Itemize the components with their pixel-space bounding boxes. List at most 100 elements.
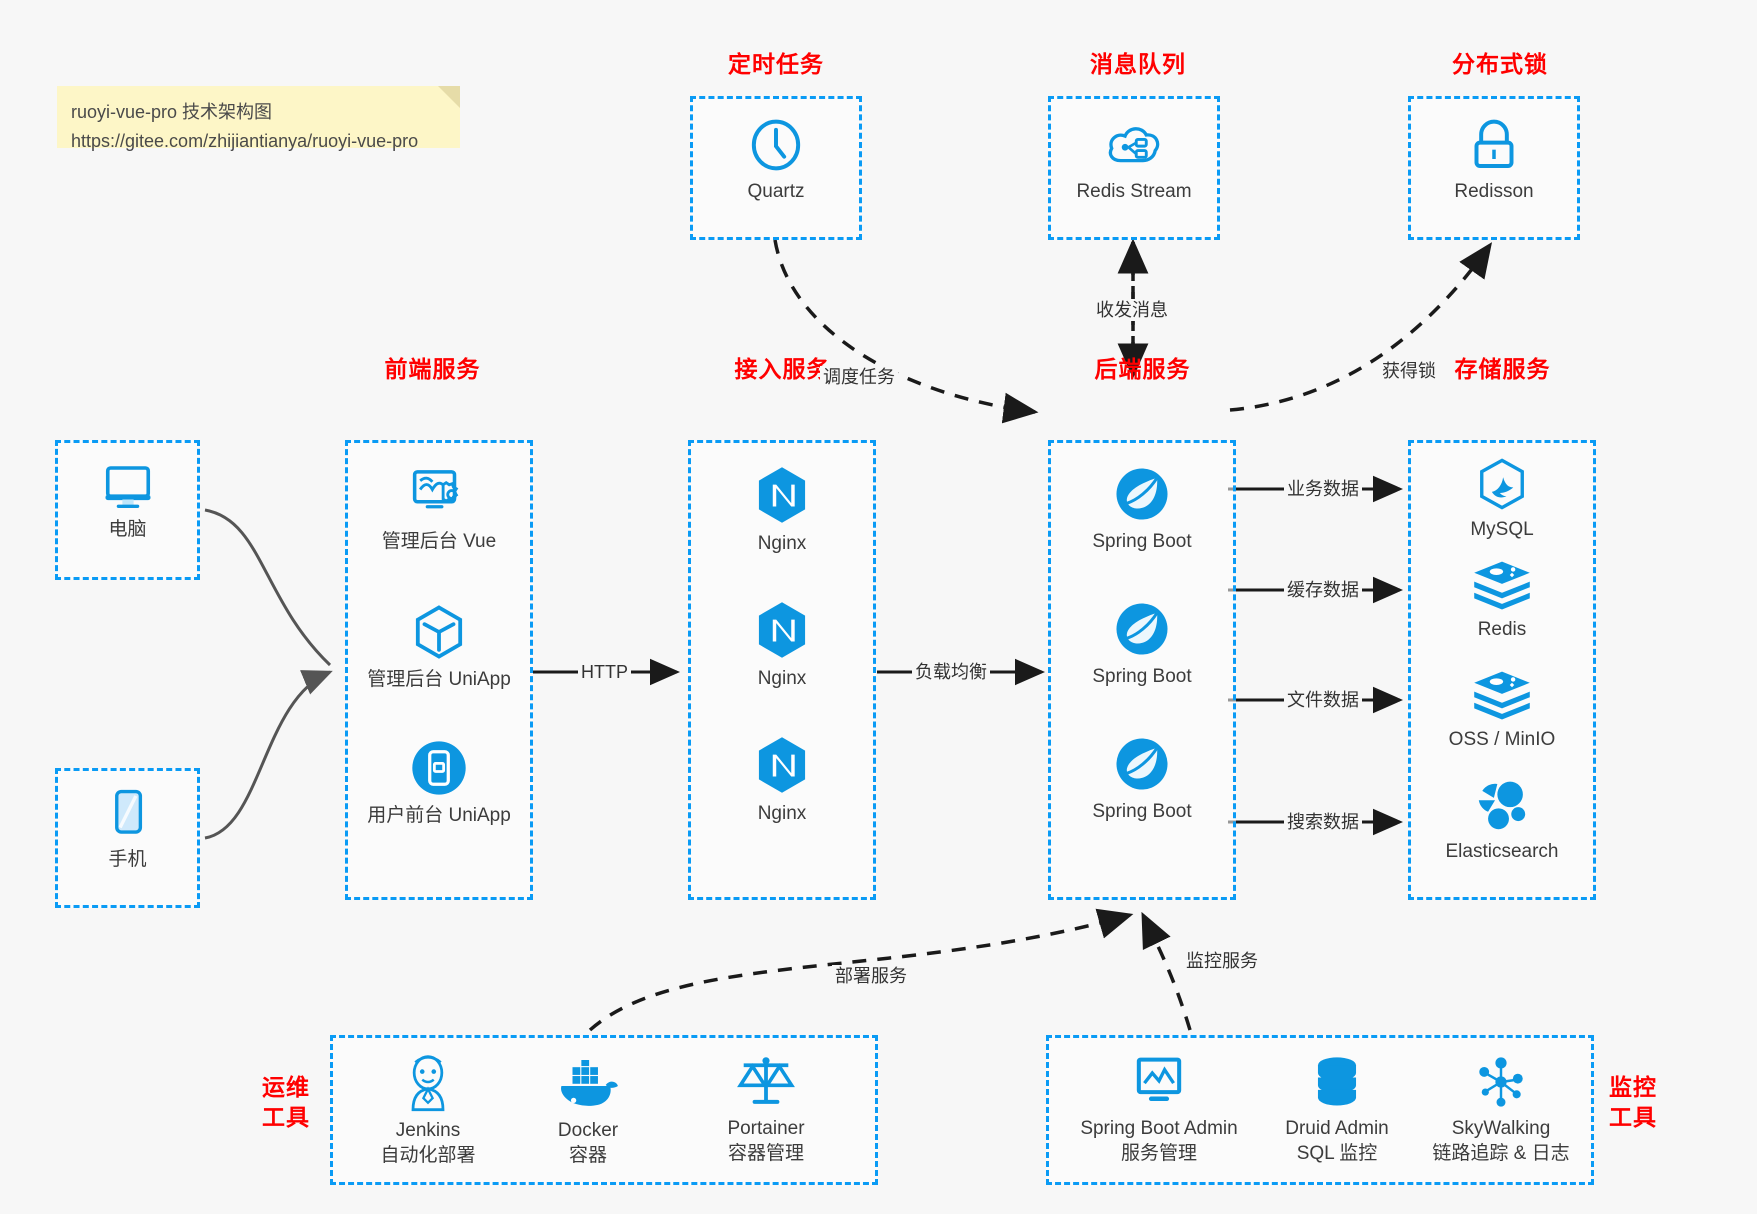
group-title-frontend: 前端服务 — [384, 356, 481, 382]
node-label: Quartz — [747, 181, 805, 202]
group-storage: MySQL Redis OSS / MinIO — [1408, 440, 1596, 900]
node-label: Spring Boot — [1092, 801, 1192, 822]
node-elasticsearch[interactable]: Elasticsearch — [1411, 779, 1593, 864]
node-mobile[interactable]: 手机 — [58, 787, 197, 872]
scales-icon — [737, 1057, 795, 1104]
node-admin-uniapp[interactable]: 管理后台 UniApp — [348, 603, 530, 692]
node-label: 手机 — [108, 849, 147, 870]
node-label: 电脑 — [108, 519, 147, 540]
group-client-mobile: 手机 — [55, 768, 200, 908]
node-mysql[interactable]: MySQL — [1411, 457, 1593, 542]
spring-icon — [1116, 603, 1168, 655]
node-admin-vue[interactable]: 管理后台 Vue — [348, 465, 530, 554]
node-nginx-2[interactable]: Nginx — [691, 600, 873, 691]
node-label: Elasticsearch — [1445, 841, 1559, 862]
note-fold-corner — [438, 86, 460, 108]
node-pc[interactable]: 电脑 — [58, 461, 197, 542]
group-title-ops-tools: 运维 工具 — [255, 1072, 317, 1132]
node-label: Docker — [557, 1120, 619, 1141]
edge-label-http: HTTP — [578, 661, 631, 683]
node-sublabel: 自动化部署 — [380, 1145, 476, 1166]
node-label: SkyWalking — [1451, 1118, 1551, 1139]
node-redis[interactable]: Redis — [1411, 559, 1593, 642]
edge-label-cache-data: 缓存数据 — [1284, 579, 1362, 601]
node-oss-minio[interactable]: OSS / MinIO — [1411, 669, 1593, 752]
node-jenkins[interactable]: Jenkins 自动化部署 — [353, 1052, 503, 1168]
group-title-storage: 存储服务 — [1454, 356, 1551, 382]
node-label: Portainer — [727, 1118, 805, 1139]
node-label: 管理后台 Vue — [381, 531, 497, 552]
ops-title-line1: 运维 — [262, 1074, 310, 1100]
node-label: Redisson — [1454, 181, 1534, 202]
group-title-monitor-tools: 监控 工具 — [1602, 1072, 1664, 1132]
group-title-distributed-lock: 分布式锁 — [1452, 51, 1548, 77]
node-skywalking[interactable]: SkyWalking 链路追踪 & 日志 — [1401, 1054, 1601, 1166]
node-sublabel: SQL 监控 — [1296, 1143, 1378, 1164]
group-title-message-queue: 消息队列 — [1090, 51, 1186, 77]
node-label: 用户前台 UniApp — [367, 805, 511, 826]
node-docker[interactable]: Docker 容器 — [513, 1060, 663, 1168]
node-redis-stream[interactable]: Redis Stream — [1051, 117, 1217, 204]
node-sublabel: 容器 — [568, 1145, 607, 1166]
node-nginx-3[interactable]: Nginx — [691, 735, 873, 826]
node-label: OSS / MinIO — [1448, 729, 1556, 750]
node-label: Jenkins — [395, 1120, 461, 1141]
mobile-app-icon — [412, 741, 466, 795]
node-spring-boot-3[interactable]: Spring Boot — [1051, 735, 1233, 824]
node-sublabel: 容器管理 — [727, 1143, 804, 1164]
group-title-gateway: 接入服务 — [734, 356, 831, 382]
spring-icon — [1116, 738, 1168, 790]
node-redisson[interactable]: Redisson — [1411, 117, 1577, 204]
note-title: ruoyi-vue-pro 技术架构图 — [71, 102, 273, 122]
monitor-chart-icon — [1136, 1057, 1182, 1102]
group-monitor-tools: Spring Boot Admin 服务管理 Druid Admin SQL 监… — [1046, 1035, 1594, 1185]
node-spring-boot-admin[interactable]: Spring Boot Admin 服务管理 — [1059, 1054, 1259, 1166]
note-url: https://gitee.com/zhijiantianya/ruoyi-vu… — [71, 131, 419, 151]
nginx-icon — [758, 602, 806, 658]
node-nginx-1[interactable]: Nginx — [691, 465, 873, 556]
lock-icon — [1474, 119, 1514, 168]
edge-label-file-data: 文件数据 — [1284, 689, 1362, 711]
nginx-icon — [758, 737, 806, 793]
node-spring-boot-1[interactable]: Spring Boot — [1051, 465, 1233, 554]
group-client-pc: 电脑 — [55, 440, 200, 580]
group-backend: Spring Boot Spring Boot Spring Boot — [1048, 440, 1236, 900]
group-message-queue: Redis Stream — [1048, 96, 1220, 240]
monitor-icon — [105, 466, 150, 508]
node-label: Spring Boot — [1092, 531, 1192, 552]
note-callout: ruoyi-vue-pro 技术架构图 https://gitee.com/zh… — [57, 86, 460, 151]
dashboard-gear-icon — [412, 470, 459, 509]
edge-label-search-data: 搜索数据 — [1284, 811, 1362, 833]
node-portainer[interactable]: Portainer 容器管理 — [681, 1054, 851, 1166]
edge-label-schedule-task: 调度任务 — [820, 366, 898, 388]
node-spring-boot-2[interactable]: Spring Boot — [1051, 600, 1233, 689]
group-scheduled-task: Quartz — [690, 96, 862, 240]
node-label: Nginx — [757, 803, 807, 824]
phone-icon — [114, 789, 142, 834]
group-ops-tools: Jenkins 自动化部署 Docker 容器 — [330, 1035, 878, 1185]
node-sublabel: 服务管理 — [1120, 1143, 1197, 1164]
node-label: Nginx — [757, 533, 807, 554]
cloud-stream-icon — [1108, 127, 1160, 163]
node-label: Redis — [1477, 619, 1527, 640]
edge-label-acquire-lock: 获得锁 — [1379, 360, 1439, 382]
group-frontend: 管理后台 Vue 管理后台 UniApp 用户前台 UniApp — [345, 440, 533, 900]
docker-icon — [561, 1060, 618, 1106]
node-druid-admin[interactable]: Druid Admin SQL 监控 — [1257, 1054, 1417, 1166]
group-distributed-lock: Redisson — [1408, 96, 1580, 240]
node-label: MySQL — [1470, 519, 1534, 540]
edge-label-deploy-service: 部署服务 — [832, 965, 910, 987]
node-label: Redis Stream — [1076, 181, 1192, 202]
network-nodes-icon — [1479, 1057, 1523, 1107]
group-gateway: Nginx Nginx Nginx — [688, 440, 876, 900]
monitor-title-line2: 工具 — [1609, 1104, 1657, 1130]
ops-title-line2: 工具 — [262, 1104, 310, 1130]
node-user-uniapp[interactable]: 用户前台 UniApp — [348, 739, 530, 828]
node-quartz[interactable]: Quartz — [693, 117, 859, 204]
edge-label-load-balance: 负载均衡 — [912, 661, 990, 683]
edge-label-send-receive-message: 收发消息 — [1093, 299, 1171, 321]
node-label: Nginx — [757, 668, 807, 689]
node-label: 管理后台 UniApp — [367, 669, 511, 690]
cube-icon — [415, 605, 463, 659]
